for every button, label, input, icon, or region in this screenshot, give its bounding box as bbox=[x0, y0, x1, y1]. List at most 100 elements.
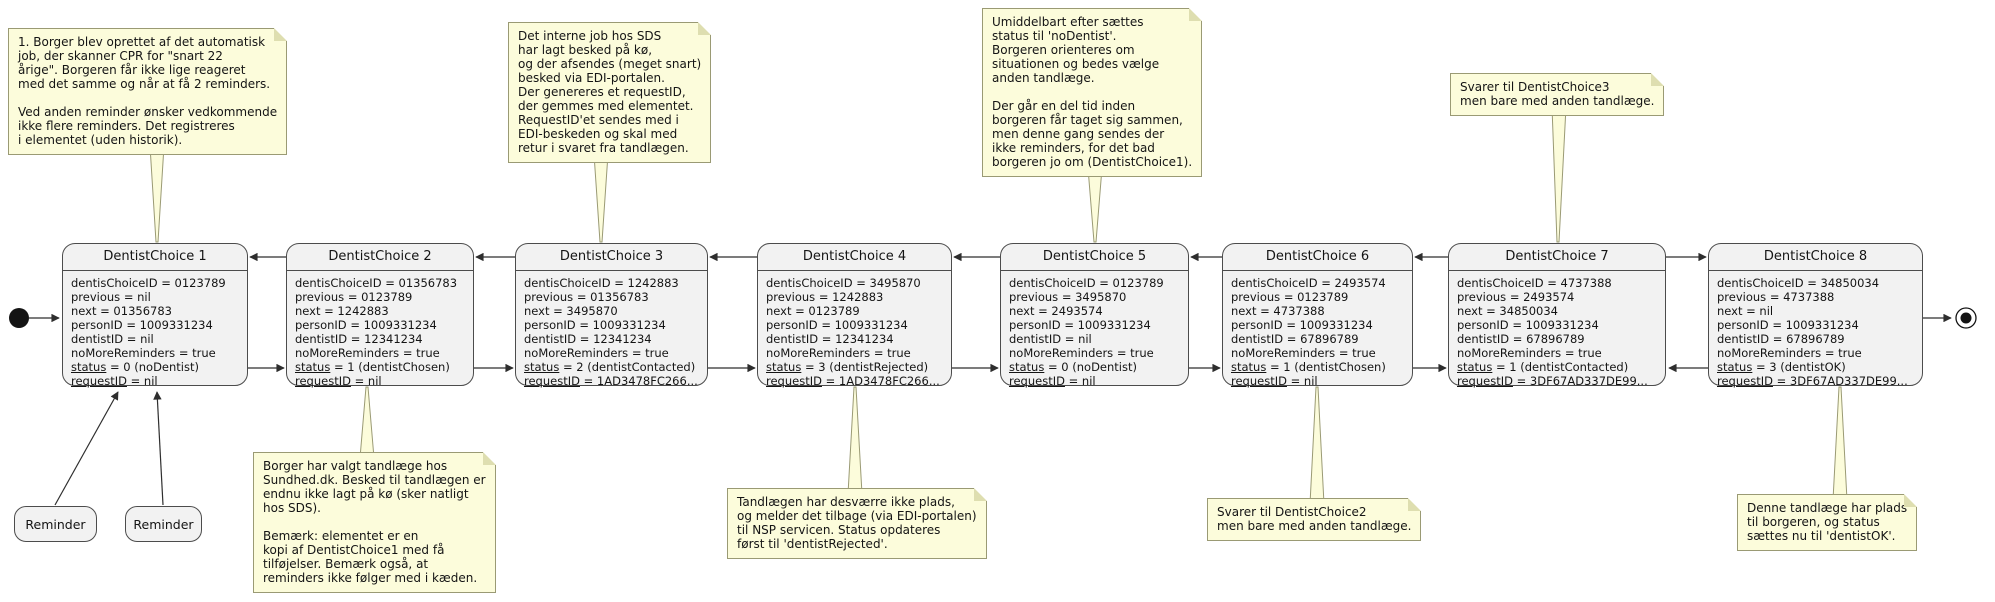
state-attribute: personID = 1009331234 bbox=[524, 318, 666, 332]
state-attribute: noMoreReminders = true bbox=[766, 346, 911, 360]
state-attribute: requestID = nil bbox=[1009, 374, 1096, 388]
state-attribute: requestID = nil bbox=[1231, 374, 1318, 388]
state-attribute: dentisChoiceID = 4737388 bbox=[1457, 276, 1612, 290]
state-attribute: dentisChoiceID = 0123789 bbox=[1009, 276, 1164, 290]
note-tail-4 bbox=[1551, 106, 1567, 243]
state-attribute: personID = 1009331234 bbox=[295, 318, 437, 332]
note-7: Svarer til DentistChoice2 men bare med a… bbox=[1207, 498, 1422, 541]
state-attribute: dentistID = 12341234 bbox=[766, 332, 894, 346]
initial-state bbox=[9, 308, 60, 328]
state-title: DentistChoice 6 bbox=[1223, 244, 1412, 271]
state-title: DentistChoice 7 bbox=[1449, 244, 1665, 271]
note-tail-6 bbox=[847, 386, 863, 495]
note-tail-3 bbox=[1087, 167, 1103, 243]
state-box-dentistchoice-1: DentistChoice 1 dentisChoiceID = 0123789… bbox=[62, 243, 248, 388]
note-tail-8 bbox=[1832, 386, 1848, 501]
state-attribute: status = 0 (noDentist) bbox=[1009, 360, 1137, 374]
state-attribute: previous = 01356783 bbox=[524, 290, 649, 304]
state-attribute: status = 0 (noDentist) bbox=[71, 360, 199, 374]
state-attribute: status = 2 (dentistContacted) bbox=[524, 360, 696, 374]
state-attribute: dentisChoiceID = 01356783 bbox=[295, 276, 458, 290]
state-attribute: next = 34850034 bbox=[1457, 304, 1558, 318]
state-attribute: previous = 0123789 bbox=[295, 290, 413, 304]
state-attribute: next = nil bbox=[1717, 304, 1774, 318]
state-attribute: previous = 4737388 bbox=[1717, 290, 1835, 304]
state-attribute: dentisChoiceID = 2493574 bbox=[1231, 276, 1386, 290]
state-attribute: personID = 1009331234 bbox=[1009, 318, 1151, 332]
state-attribute: next = 01356783 bbox=[71, 304, 172, 318]
final-state bbox=[1923, 307, 1977, 329]
state-title: DentistChoice 8 bbox=[1709, 244, 1922, 271]
note-1: 1. Borger blev oprettet af det automatis… bbox=[8, 28, 288, 155]
state-box-dentistchoice-5: DentistChoice 5 dentisChoiceID = 0123789… bbox=[1000, 243, 1189, 388]
note-6: Tandlægen har desværre ikke plads, og me… bbox=[727, 488, 987, 559]
state-attribute: previous = nil bbox=[71, 290, 151, 304]
state-attribute: noMoreReminders = true bbox=[295, 346, 440, 360]
state-attribute: status = 1 (dentistContacted) bbox=[1457, 360, 1629, 374]
state-attribute: previous = 2493574 bbox=[1457, 290, 1575, 304]
state-attribute: dentisChoiceID = 1242883 bbox=[524, 276, 679, 290]
state-attribute: requestID = 1AD3478FC266... bbox=[766, 374, 940, 388]
state-attribute: next = 1242883 bbox=[295, 304, 389, 318]
state-title: DentistChoice 2 bbox=[287, 244, 473, 271]
state-attribute: dentistID = 67896789 bbox=[1231, 332, 1359, 346]
state-attribute: requestID = nil bbox=[71, 374, 158, 388]
state-attribute: noMoreReminders = true bbox=[1231, 346, 1376, 360]
state-box-dentistchoice-7: DentistChoice 7 dentisChoiceID = 4737388… bbox=[1448, 243, 1666, 388]
reminder-box-1: Reminder bbox=[14, 506, 97, 542]
state-box-dentistchoice-8: DentistChoice 8 dentisChoiceID = 3485003… bbox=[1708, 243, 1923, 388]
state-attribute: personID = 1009331234 bbox=[1457, 318, 1599, 332]
state-attribute: status = 1 (dentistChosen) bbox=[295, 360, 450, 374]
state-attribute: dentistID = 67896789 bbox=[1457, 332, 1585, 346]
note-2: Det interne job hos SDS har lagt besked … bbox=[508, 22, 712, 163]
state-attribute: dentisChoiceID = 3495870 bbox=[766, 276, 921, 290]
state-attribute: previous = 1242883 bbox=[766, 290, 884, 304]
state-attribute: dentistID = 12341234 bbox=[524, 332, 652, 346]
note-8: Denne tandlæge har plads til borgeren, o… bbox=[1737, 494, 1918, 551]
state-attribute: next = 2493574 bbox=[1009, 304, 1103, 318]
state-attribute: dentistID = 67896789 bbox=[1717, 332, 1845, 346]
note-tail-5 bbox=[359, 386, 375, 459]
state-attribute: noMoreReminders = true bbox=[71, 346, 216, 360]
state-attribute: requestID = nil bbox=[295, 374, 382, 388]
note-tail-7 bbox=[1309, 386, 1325, 505]
state-attribute: requestID = 3DF67AD337DE99... bbox=[1457, 374, 1648, 388]
state-box-dentistchoice-3: DentistChoice 3 dentisChoiceID = 1242883… bbox=[515, 243, 708, 388]
state-attribute: next = 0123789 bbox=[766, 304, 860, 318]
state-attribute: dentistID = 12341234 bbox=[295, 332, 423, 346]
state-attribute: noMoreReminders = true bbox=[524, 346, 669, 360]
state-box-dentistchoice-2: DentistChoice 2 dentisChoiceID = 0135678… bbox=[286, 243, 474, 388]
state-attribute: personID = 1009331234 bbox=[1231, 318, 1373, 332]
note-3: Umiddelbart efter sættes status til 'noD… bbox=[982, 8, 1203, 177]
note-tail-1 bbox=[149, 145, 165, 243]
note-4: Svarer til DentistChoice3 men bare med a… bbox=[1450, 73, 1665, 116]
state-attribute: next = 4737388 bbox=[1231, 304, 1325, 318]
state-attribute: noMoreReminders = true bbox=[1009, 346, 1154, 360]
state-attribute: previous = 0123789 bbox=[1231, 290, 1349, 304]
state-attribute: personID = 1009331234 bbox=[1717, 318, 1859, 332]
state-attribute: personID = 1009331234 bbox=[71, 318, 213, 332]
state-title: DentistChoice 5 bbox=[1001, 244, 1188, 271]
state-attribute: dentisChoiceID = 34850034 bbox=[1717, 276, 1880, 290]
state-attribute: noMoreReminders = true bbox=[1717, 346, 1862, 360]
arrow-reminder-2 bbox=[153, 391, 164, 506]
state-attribute: dentisChoiceID = 0123789 bbox=[71, 276, 226, 290]
state-attribute: status = 3 (dentistOK) bbox=[1717, 360, 1846, 374]
state-attribute: requestID = 3DF67AD337DE99... bbox=[1717, 374, 1908, 388]
state-box-dentistchoice-6: DentistChoice 6 dentisChoiceID = 2493574… bbox=[1222, 243, 1413, 388]
state-title: DentistChoice 3 bbox=[516, 244, 707, 271]
state-attribute: requestID = 1AD3478FC266... bbox=[524, 374, 698, 388]
state-box-dentistchoice-4: DentistChoice 4 dentisChoiceID = 3495870… bbox=[757, 243, 952, 388]
reminder-box-2: Reminder bbox=[125, 506, 202, 542]
state-attribute: next = 3495870 bbox=[524, 304, 618, 318]
state-attribute: dentistID = nil bbox=[71, 332, 154, 346]
state-title: DentistChoice 1 bbox=[63, 244, 247, 271]
